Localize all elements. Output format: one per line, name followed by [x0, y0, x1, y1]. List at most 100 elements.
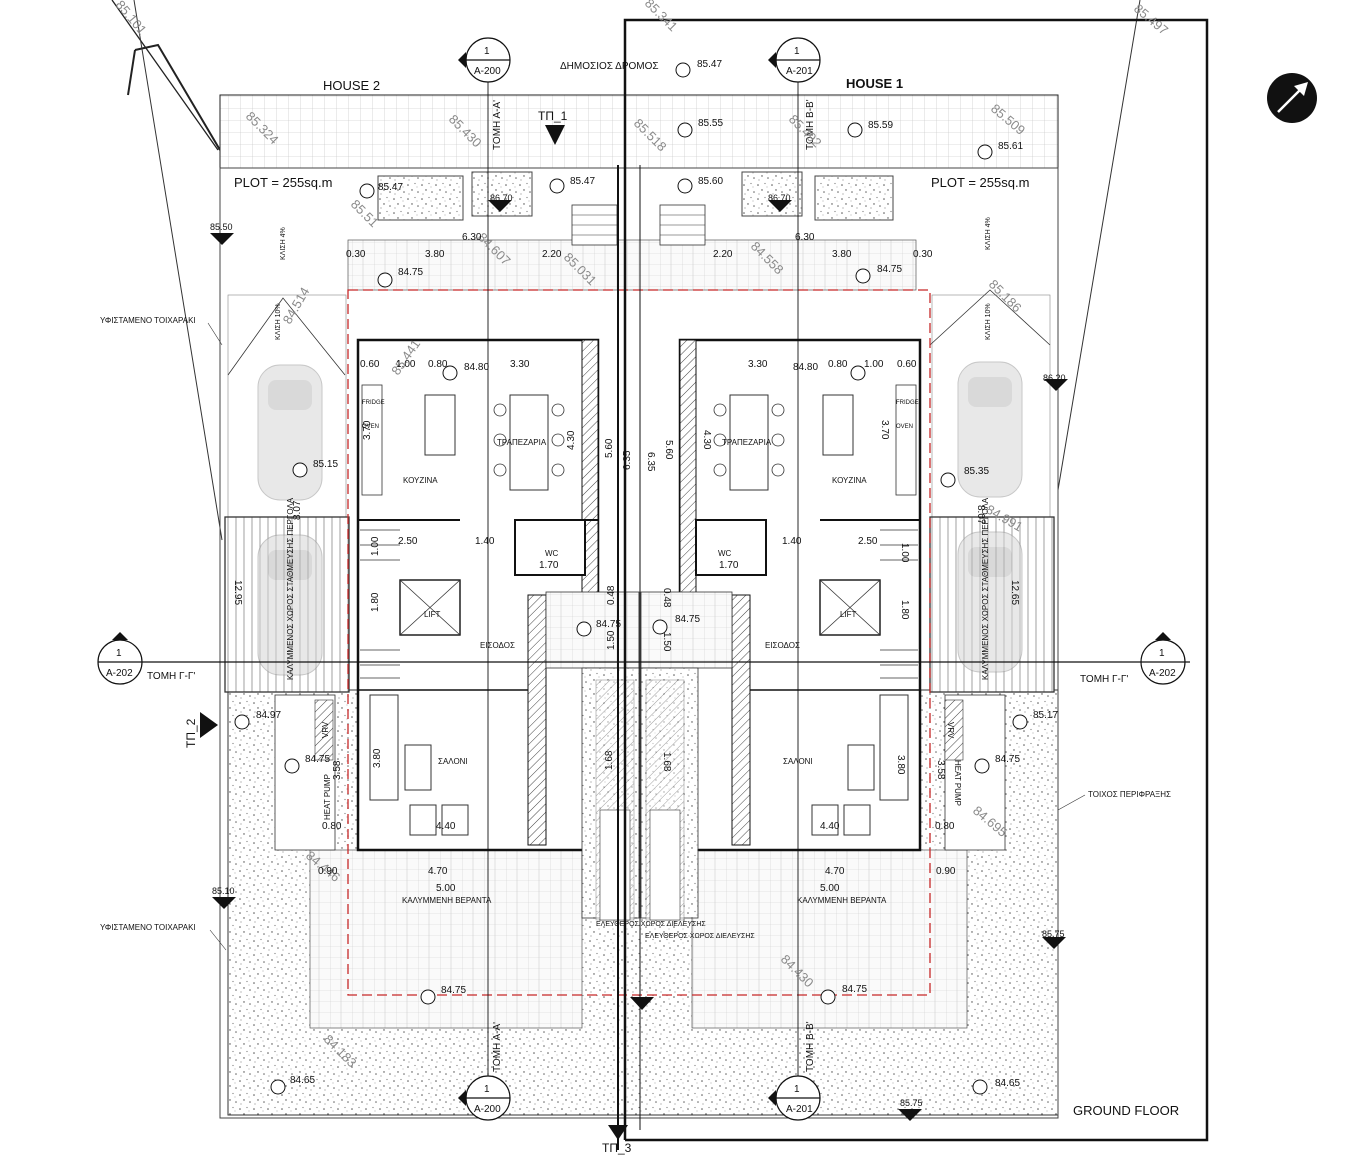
- wc-left: WC: [545, 549, 559, 558]
- plot-left-label: PLOT = 255sq.m: [234, 175, 332, 190]
- public-road-label: ΔΗΜΟΣΙΟΣ ΔΡΟΜΟΣ: [560, 61, 659, 72]
- dim-v048-right: 0.48: [661, 588, 672, 608]
- shared-passage-right: ΕΛΕΥΘΕΡΟΣ ΧΩΡΟΣ ΔΙΕΛΕΥΣΗΣ: [645, 933, 755, 940]
- veranda-right: ΚΑΛΥΜΜΕΝΗ ΒΕΡΑΝΤΑ: [797, 896, 887, 905]
- callout-num-5: 1: [484, 1084, 490, 1095]
- dim-v250-left: 2.50: [398, 536, 418, 547]
- dim-v168-right: 1.68: [661, 752, 672, 772]
- dim-v168-left: 1.68: [604, 750, 615, 770]
- entrance-left: ΕΙΣΟΔΟΣ: [480, 641, 515, 650]
- level-road: 85.47: [697, 59, 722, 70]
- dining-right: ΤΡΑΠΕΖΑΡΙΑ: [722, 438, 772, 447]
- callout-sheet-1: A-200: [474, 66, 501, 77]
- level-b2: 85.47: [570, 176, 595, 187]
- dim-v370-right: 3.70: [879, 420, 890, 440]
- existing-wall-note-2: ΥΦΙΣΤΑΜΕΝΟ ΤΟΙΧΑΡΑΚΙ: [100, 923, 196, 932]
- level-i2: 84.75: [842, 984, 867, 995]
- living-left: ΣΑΛΟΝΙ: [438, 757, 468, 766]
- dim-630-right: 6.30: [795, 232, 815, 243]
- wc-right: WC: [718, 549, 732, 558]
- level-e1: 85.15: [313, 459, 338, 470]
- dim-v807-right: 8.07: [975, 505, 986, 525]
- dim-k060-right: 0.60: [897, 359, 917, 370]
- level-m6: 86.70: [490, 193, 513, 203]
- callout-num-1: 1: [484, 46, 490, 57]
- dim-v090-left: 0.90: [318, 866, 338, 877]
- dim-k080-right: 0.80: [828, 359, 848, 370]
- callout-sheet-5: A-200: [474, 1104, 501, 1115]
- dim-v180-left: 1.80: [370, 592, 381, 612]
- dim-630-left: 6.30: [462, 232, 482, 243]
- house-1-label: HOUSE 1: [846, 76, 903, 91]
- veranda-left: ΚΑΛΥΜΜΕΝΗ ΒΕΡΑΝΤΑ: [402, 896, 492, 905]
- dim-v440-right: 4.40: [820, 821, 840, 832]
- dim-v100-right: 1.00: [899, 543, 910, 563]
- tp2-label: ΤΠ_2: [184, 718, 198, 748]
- lift-left: LIFT: [424, 610, 441, 619]
- dim-v170-left: 1.70: [539, 560, 559, 571]
- kitchen-left: ΚΟΥΖΙΝΑ: [403, 476, 438, 485]
- dim-v1295-left: 12.95: [232, 580, 243, 605]
- covered-parking-right: ΚΑΛΥΜΜΕΝΟΣ ΧΩΡΟΣ ΣΤΑΘΜΕΥΣΗΣ ΠΕΡΓΟΛΑ: [981, 497, 990, 680]
- section-bb-top: ΤΟΜΗ Β-Β': [805, 99, 816, 150]
- vrv-left: VRV: [321, 721, 330, 738]
- callout-num-3: 1: [116, 648, 122, 659]
- level-a3: 85.61: [998, 141, 1023, 152]
- dim-380-left: 3.80: [425, 249, 445, 260]
- level-f2: 84.75: [675, 614, 700, 625]
- tp1-label: ΤΠ_1: [538, 109, 568, 123]
- covered-parking-left: ΚΑΛΥΜΜΕΝΟΣ ΧΩΡΟΣ ΣΤΑΘΜΕΥΣΗΣ ΠΕΡΓΟΛΑ: [286, 497, 295, 680]
- fridge-left: FRIDGE: [362, 400, 385, 406]
- section-gg-right: ΤΟΜΗ Γ-Γ': [1080, 674, 1128, 685]
- level-i1: 84.75: [441, 985, 466, 996]
- fence-wall-note: ΤΟΙΧΟΣ ΠΕΡΙΦΡΑΞΗΣ: [1088, 790, 1171, 799]
- slope-right: ΚΛΙΣΗ 4%: [985, 217, 992, 250]
- level-m3: 85.10: [212, 886, 235, 896]
- section-aa-bottom: ΤΟΜΗ Α-Α': [492, 1022, 503, 1072]
- dim-v150-left: 1.50: [606, 630, 617, 650]
- level-m4: 85.75: [1042, 929, 1065, 939]
- level-m7: 86.70: [768, 193, 791, 203]
- dim-v358-left: 3.58: [332, 760, 343, 780]
- dim-v180-right: 1.80: [899, 600, 910, 620]
- callout-sheet-2: A-201: [786, 66, 813, 77]
- plot-right-label: PLOT = 255sq.m: [931, 175, 1029, 190]
- section-gg-left: ΤΟΜΗ Γ-Γ': [147, 671, 195, 682]
- dim-v170-right: 1.70: [719, 560, 739, 571]
- dim-v1295-right: 12.65: [1009, 580, 1020, 605]
- dim-v370-left: 3.70: [362, 420, 373, 440]
- shared-passage-left: ΕΛΕΥΘΕΡΟΣ ΧΩΡΟΣ ΔΙΕΛΕΥΣΗΣ: [596, 921, 706, 928]
- callout-sheet-6: A-201: [786, 1104, 813, 1115]
- survey-9: 85.51: [348, 197, 382, 231]
- level-b3: 85.60: [698, 176, 723, 187]
- survey-2: 85.341: [642, 0, 681, 34]
- dim-k330-right: 3.30: [748, 359, 768, 370]
- lift-right: LIFT: [840, 610, 857, 619]
- level-j1: 84.65: [290, 1075, 315, 1086]
- dim-v090-right: 0.90: [936, 866, 956, 877]
- dim-v358-right: 3.58: [935, 760, 946, 780]
- dim-220-right: 2.20: [713, 249, 733, 260]
- survey-1: 85.101: [113, 0, 150, 37]
- level-e2: 85.35: [964, 466, 989, 477]
- dim-v380c-left: 3.80: [372, 748, 383, 768]
- level-a1: 85.55: [698, 118, 723, 129]
- drawing-title: GROUND FLOOR: [1073, 1103, 1179, 1118]
- level-h2: 84.75: [995, 754, 1020, 765]
- dim-k100-left: 1.00: [396, 359, 416, 370]
- section-bb-bottom: ΤΟΜΗ Β-Β': [805, 1021, 816, 1072]
- dim-v560-left: 5.60: [604, 438, 615, 458]
- dim-k080-left: 0.80: [428, 359, 448, 370]
- level-h1: 84.75: [305, 754, 330, 765]
- dim-v430-left: 4.30: [566, 430, 577, 450]
- oven-left: OVEN: [362, 424, 379, 430]
- dim-v140-right: 1.40: [782, 536, 802, 547]
- dining-left: ΤΡΑΠΕΖΑΡΙΑ: [497, 438, 547, 447]
- section-aa-top: ΤΟΜΗ Α-Α': [492, 100, 503, 150]
- dim-k060-left: 0.60: [360, 359, 380, 370]
- dim-k100-right: 1.00: [864, 359, 884, 370]
- dim-v048-left: 0.48: [606, 585, 617, 605]
- level-d2: 84.80: [793, 362, 818, 373]
- dim-v430-right: 4.30: [701, 430, 712, 450]
- tp3-label: ΤΠ_3: [602, 1141, 632, 1155]
